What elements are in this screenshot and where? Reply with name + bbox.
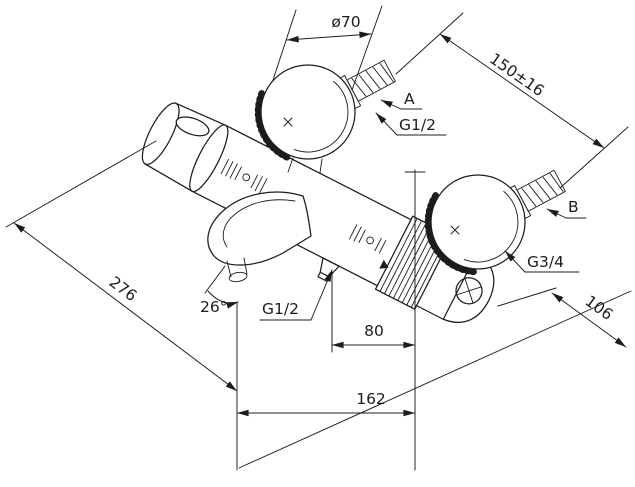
flange-b-x-mark [450,225,460,235]
flange-diameter-label: ø70 [331,13,360,31]
temperature-scale-marks-right [349,224,389,269]
depth-right-label: 106 [582,292,617,324]
flow-lever [175,116,210,137]
spout-angle-label: 26° [200,298,227,316]
screw-cross-icon [456,278,482,304]
faucet-body [141,102,495,323]
callout-b: B [546,198,587,219]
wall-thread-a [337,59,396,110]
dim-spout-projection: 162 [236,301,416,471]
wall-flange-b [424,174,526,276]
thread-a-label: G1/2 [399,116,436,134]
left-knob-face [141,102,180,166]
center-distance-label: 150±16 [486,50,547,100]
callout-spout-thread: G1/2 [259,269,333,321]
thread-hatching-a [351,63,394,97]
scale-dot-right [366,236,374,245]
temperature-scale-marks [220,158,268,194]
callout-union-nut: G3/4 [504,250,580,273]
scale-dot-left [242,173,251,182]
dim-center-distance: 150±16 [395,12,629,189]
dim-flange-diameter: ø70 [272,5,383,91]
flange-a-knurl-band [254,87,291,161]
pointer-triangle [379,259,389,269]
spout-thread-label: G1/2 [262,300,299,318]
callout-a: A [380,90,423,110]
end-cap-screw [455,277,483,305]
dim-overall-length: 276 [5,140,238,392]
flange-a-x-mark [283,117,293,127]
shower-outlet-cone [317,257,340,282]
connection-b-label: B [568,198,579,216]
dim-spout-angle: 26° [200,265,239,316]
dim-depth-right: 106 [497,287,627,348]
union-nut-thread-label: G3/4 [527,253,564,271]
construction-diagonal [238,290,632,469]
spout-projection-label: 162 [356,390,386,408]
callout-thread-a: G1/2 [375,112,447,136]
flange-a-neck [287,157,323,174]
wall-flange-a [254,64,356,174]
outlet-offset-label: 80 [364,322,384,340]
spout [207,191,312,283]
flange-b-knurl-band [424,190,477,276]
thread-hatching-b [521,173,564,207]
dim-outlet-offset: 80 [331,169,426,471]
connection-a-label: A [404,90,415,108]
overall-length-label: 276 [106,273,140,305]
